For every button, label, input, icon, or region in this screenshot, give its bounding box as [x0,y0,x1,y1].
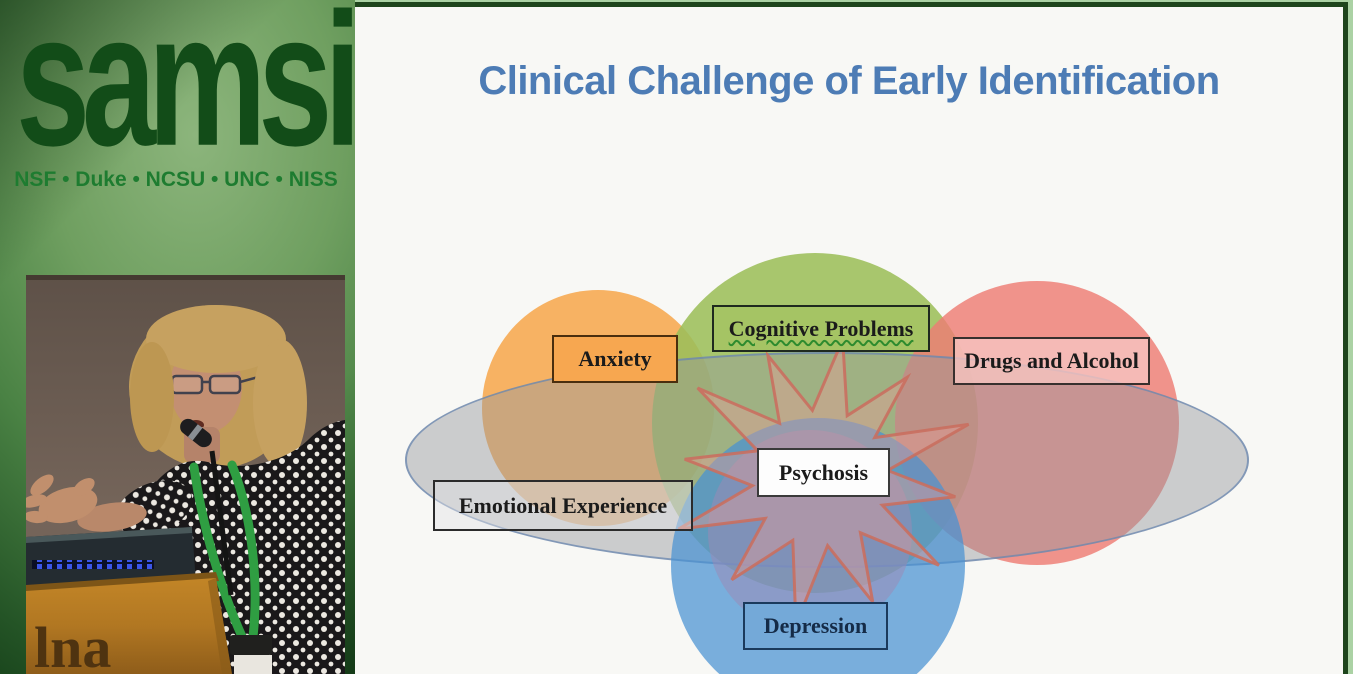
drugs-alcohol-label-text: Drugs and Alcohol [964,348,1139,373]
presentation-slide: Clinical Challenge of Early Identificati… [355,2,1348,674]
speaker-hair-right [253,339,307,467]
anxiety-label: Anxiety [552,335,678,383]
slide-title: Clinical Challenge of Early Identificati… [478,59,1220,103]
microphone-stem [209,450,234,596]
microphone [180,418,234,596]
podium-lettering: lna [34,615,111,674]
speaker-hair-left [130,342,174,452]
samsi-branding-panel: samsi NSF • Duke • NCSU • UNC • NISS [0,0,355,674]
green-lanyard [189,460,260,650]
speaker-photo: lna [26,275,345,674]
speaker-photo-scene: lna [26,275,345,674]
photo-top-edge [26,275,345,280]
speaker-hand [26,474,98,524]
emotional-experience-label: Emotional Experience [433,480,693,531]
lanyard-clip [230,635,272,655]
depression-label-text: Depression [763,613,868,638]
laptop-monitor [26,527,196,591]
monitor-body [26,527,196,591]
podium-front [26,578,232,674]
speaker-hair-fringe [146,305,286,373]
podium-side-edge [208,578,232,674]
monitor-led-row [32,560,154,569]
podium: lna [26,572,232,674]
psychosis-label: Psychosis [757,448,890,497]
cognitive-problems-label-text: Cognitive Problems [728,315,914,341]
speaker-forearm [77,502,147,532]
monitor-top-edge [26,527,192,543]
speaker-figure [26,305,345,674]
venn-diagram: Anxiety Cognitive Problems Drugs and Alc… [355,7,1343,674]
drugs-alcohol-label: Drugs and Alcohol [953,337,1150,385]
emotional-experience-label-text: Emotional Experience [458,492,668,518]
depression-label: Depression [743,602,888,650]
anxiety-label-text: Anxiety [578,346,652,371]
samsi-logo: samsi [16,0,355,186]
samsi-tagline: NSF • Duke • NCSU • UNC • NISS [14,168,338,191]
speaker-glasses [170,373,267,395]
badge [234,655,272,674]
microphone-band [187,424,203,441]
psychosis-label-text: Psychosis [778,459,869,485]
cognitive-problems-label: Cognitive Problems [712,305,930,352]
